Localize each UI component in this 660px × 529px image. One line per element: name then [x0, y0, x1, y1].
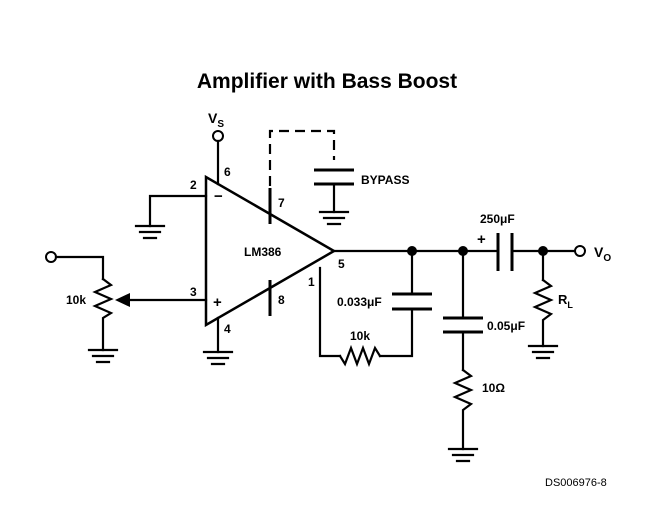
- input-terminal: [45, 251, 57, 263]
- potentiometer-resistor: [92, 277, 114, 352]
- bass-cap-label: 0.033μF: [337, 295, 382, 309]
- bass-wire-right: [378, 307, 414, 358]
- output-cap-polarity: +: [477, 231, 486, 248]
- ground-icon: [447, 447, 479, 463]
- vs-label: VS: [208, 110, 224, 130]
- diagram-title: Amplifier with Bass Boost: [197, 70, 457, 93]
- pin-6-label: 6: [224, 165, 231, 179]
- bypass-dashed-wire: [268, 129, 336, 186]
- ground-icon: [134, 224, 166, 240]
- wiper-arrow-icon: [115, 293, 130, 307]
- bass-resistor: [338, 344, 382, 368]
- pin-5-label: 5: [338, 257, 345, 271]
- pin-3-label: 3: [190, 285, 197, 299]
- zobel-resistor-label: 10Ω: [482, 381, 505, 395]
- ic-label: LM386: [244, 245, 282, 259]
- inverting-sign: −: [214, 188, 223, 205]
- noninverting-sign: +: [213, 294, 222, 311]
- document-reference: DS006976-8: [545, 477, 607, 489]
- bass-wire-left: [318, 266, 342, 358]
- ground-icon: [87, 348, 119, 364]
- pin-2-label: 2: [190, 178, 197, 192]
- bypass-label: BYPASS: [361, 173, 409, 187]
- pin-1-label: 1: [308, 275, 315, 289]
- output-cap-label: 250μF: [480, 212, 515, 226]
- ground-icon: [318, 210, 350, 226]
- pin2-wire: [148, 194, 208, 228]
- ground-icon: [202, 350, 234, 366]
- load-resistor: [532, 278, 554, 348]
- ground-icon: [527, 344, 559, 360]
- vo-terminal: [574, 245, 586, 257]
- input-wire: [54, 255, 105, 281]
- zobel-resistor: [452, 368, 474, 451]
- vs-terminal: [212, 130, 224, 142]
- load-label: RL: [558, 292, 573, 310]
- bass-resistor-label: 10k: [350, 329, 370, 343]
- vo-label: VO: [594, 244, 611, 264]
- pin-4-label: 4: [224, 322, 231, 336]
- pin-7-label: 7: [278, 196, 285, 210]
- pot-label: 10k: [66, 293, 86, 307]
- pin-8-label: 8: [278, 293, 285, 307]
- zobel-cap-label: 0.05μF: [487, 319, 525, 333]
